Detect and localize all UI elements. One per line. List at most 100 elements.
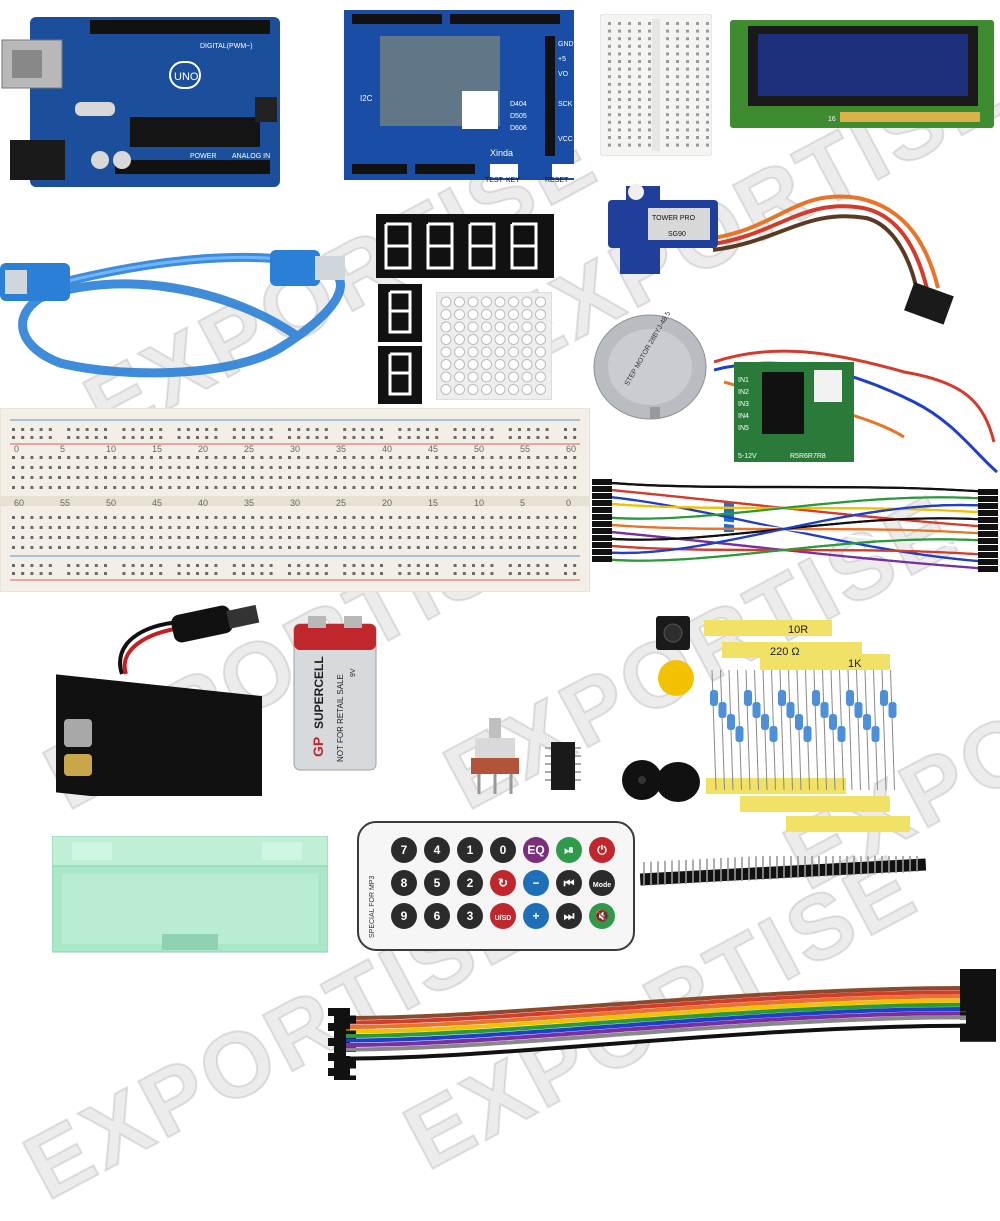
remote-button[interactable] [556, 903, 582, 929]
svg-text:SUPERCELL: SUPERCELL [312, 656, 326, 729]
remote-button-label: ⏯ [564, 843, 574, 857]
prototype-shield: Xinda I2C GND +5 VO SCK VCC D404 D505 D6… [340, 6, 578, 184]
breadboard-column-number: 15 [152, 444, 162, 454]
breadboard-column-number: 20 [198, 444, 208, 454]
remote-button[interactable] [424, 837, 450, 863]
remote-button[interactable] [556, 837, 582, 863]
remote-button[interactable] [424, 870, 450, 896]
breadboard-column-number: 30 [290, 444, 300, 454]
remote-button[interactable] [391, 837, 417, 863]
remote-button[interactable] [589, 903, 615, 929]
svg-text:D404: D404 [510, 101, 527, 108]
breadboard-column-number: 45 [428, 444, 438, 454]
resistor-label-1k: 1K [848, 658, 862, 670]
svg-text:POWER: POWER [190, 153, 216, 160]
remote-button-label: EQ [527, 843, 544, 857]
svg-text:5-12V: 5-12V [738, 453, 757, 460]
svg-text:KEY: KEY [506, 177, 520, 184]
remote-button-label: − [532, 876, 539, 890]
jumper-wires-male [590, 462, 1000, 590]
svg-text:RESET: RESET [545, 177, 569, 184]
remote-button-label: 4 [434, 843, 441, 857]
svg-text:VO: VO [558, 71, 569, 78]
lcd-1602-module: 16 [730, 20, 994, 128]
remote-button[interactable] [589, 837, 615, 863]
breadboard-column-number: 40 [382, 444, 392, 454]
breadboard-column-number: 0 [14, 444, 19, 454]
breadboard-column-number: 0 [566, 498, 571, 508]
breadboard-column-number: 55 [520, 444, 530, 454]
usb-cable [0, 228, 350, 388]
resistor-label-10r: 10R [788, 624, 808, 636]
button-cap-yellow [656, 658, 696, 698]
svg-text:IN5: IN5 [738, 425, 749, 432]
breadboard-column-number: 5 [520, 498, 525, 508]
dupont-ribbon-cable [326, 962, 1000, 1084]
remote-button[interactable] [490, 903, 516, 929]
remote-button[interactable] [490, 837, 516, 863]
svg-text:SG90: SG90 [668, 231, 686, 238]
led-dot-matrix-8x8 [435, 291, 553, 401]
seven-segment-4digit [376, 214, 554, 278]
seven-segment-1digit-top [378, 284, 422, 342]
remote-button-label: + [532, 909, 539, 923]
svg-text:VCC: VCC [558, 136, 573, 143]
remote-button[interactable] [556, 870, 582, 896]
remote-button[interactable] [457, 903, 483, 929]
remote-button[interactable] [457, 870, 483, 896]
remote-button[interactable] [424, 903, 450, 929]
breadboard-column-number: 10 [474, 498, 484, 508]
svg-text:SPECIAL FOR MP3: SPECIAL FOR MP3 [369, 876, 376, 938]
svg-text:I2C: I2C [360, 94, 373, 103]
svg-text:9V: 9V [350, 668, 357, 677]
remote-button-label: 1 [467, 843, 474, 857]
svg-text:+5: +5 [558, 56, 566, 63]
remote-button-label: ⏭ [564, 909, 575, 923]
svg-text:IN2: IN2 [738, 389, 749, 396]
svg-text:DIGITAL(PWM~): DIGITAL(PWM~) [200, 43, 253, 50]
remote-button[interactable] [589, 870, 615, 896]
breadboard-column-number: 45 [152, 498, 162, 508]
component-storage-box [51, 835, 329, 954]
remote-button-label: ↻ [498, 876, 508, 890]
breadboard-column-number: 40 [198, 498, 208, 508]
svg-text:ANALOG IN: ANALOG IN [232, 153, 270, 160]
potentiometer [465, 718, 525, 796]
svg-text:IN1: IN1 [738, 377, 749, 384]
breadboard-column-number: 10 [106, 444, 116, 454]
resistor-assortment: 10R 220 Ω 1K [700, 620, 915, 838]
ic-chip [543, 738, 583, 796]
remote-button[interactable] [523, 903, 549, 929]
breadboard-column-number: 60 [566, 444, 576, 454]
remote-button[interactable] [391, 903, 417, 929]
remote-button-label: Mode [593, 882, 611, 889]
resistor-label-220: 220 Ω [770, 646, 800, 658]
breadboard-column-number: 25 [336, 498, 346, 508]
remote-button-label: 7 [401, 843, 408, 857]
breadboard-column-number: 5 [60, 444, 65, 454]
remote-button[interactable] [490, 870, 516, 896]
seven-segment-1digit-bottom [378, 346, 422, 404]
remote-button-label: 3 [467, 909, 474, 923]
shield-brand: Xinda [490, 148, 513, 158]
svg-text:TOWER PRO: TOWER PRO [652, 215, 696, 222]
breadboard-column-number: 25 [244, 444, 254, 454]
stepper-motor: STEP MOTOR 28BYJ-48 5V DC [590, 296, 715, 424]
tactile-push-button [652, 612, 694, 654]
remote-button[interactable] [523, 837, 549, 863]
remote-button-label: ⏻ [597, 843, 607, 857]
remote-button-label: 🔇 [595, 909, 610, 923]
svg-text:SCK: SCK [558, 101, 573, 108]
battery-holder-with-dc-plug [52, 604, 267, 815]
svg-text:R5R6R7R8: R5R6R7R8 [790, 453, 826, 460]
remote-button[interactable] [523, 870, 549, 896]
svg-text:IN4: IN4 [738, 413, 749, 420]
remote-button[interactable] [457, 837, 483, 863]
breadboard-column-number: 15 [428, 498, 438, 508]
svg-text:D505: D505 [510, 113, 527, 120]
arduino-logo-text: UNO [174, 71, 199, 83]
buzzers [620, 756, 702, 806]
remote-button[interactable] [391, 870, 417, 896]
remote-button-label: ⏮ [564, 876, 575, 890]
